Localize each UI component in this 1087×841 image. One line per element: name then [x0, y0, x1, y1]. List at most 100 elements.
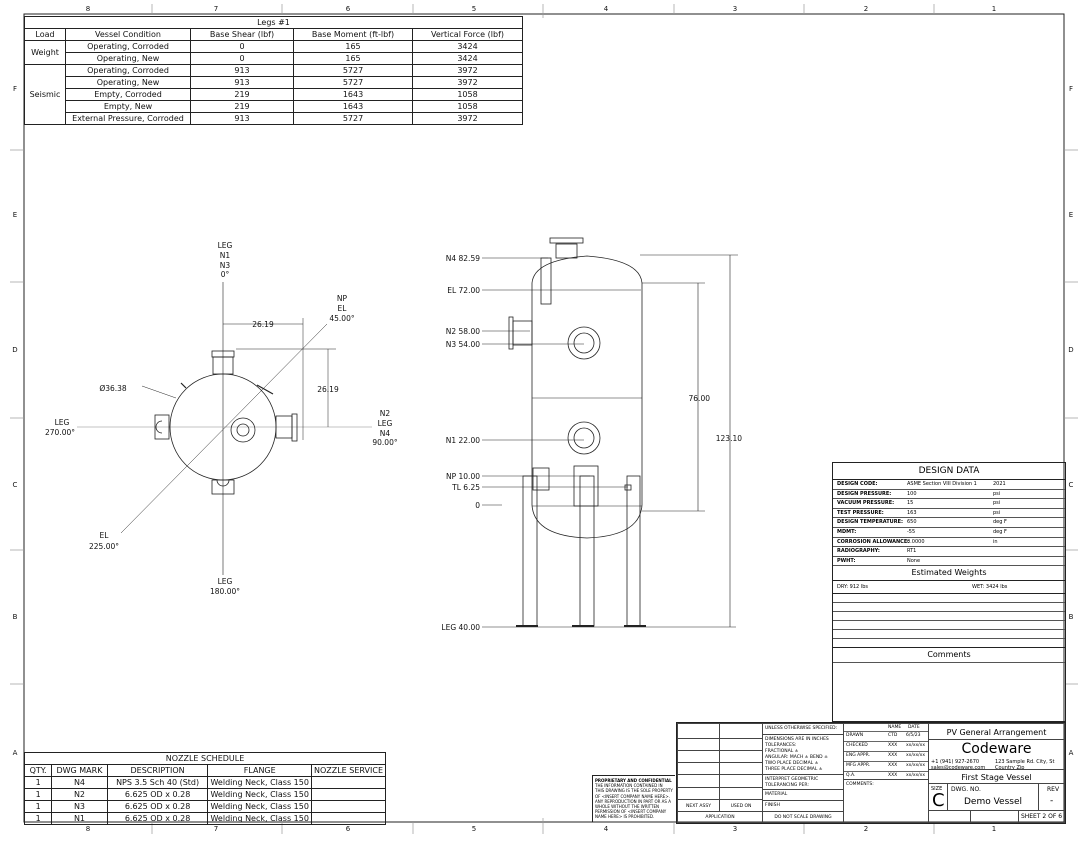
cell: Welding Neck, Class 150: [207, 812, 312, 825]
cell: Empty, New: [65, 100, 191, 113]
load-group: Weight: [24, 40, 66, 65]
col-vertical-force: Vertical Force (lbf): [412, 28, 523, 41]
drawing-subtitle: First Stage Vessel: [928, 769, 1065, 784]
cell: [310, 800, 387, 813]
name-header: NAME: [888, 725, 902, 730]
design-data-title: DESIGN DATA: [833, 463, 1065, 480]
address-line-2: Country Zip: [995, 765, 1025, 771]
zone-top-1: 1: [992, 5, 996, 13]
label-n4: N4: [380, 429, 391, 438]
signoff-date: xx/xx/xx: [906, 773, 926, 778]
cell: Operating, Corroded: [65, 64, 191, 77]
signoff-role: ENG APPR.: [846, 753, 871, 758]
dimension-diameter: Ø36.38: [99, 384, 127, 393]
field-value: 0.0000: [907, 538, 925, 545]
zone-ticks: [10, 4, 1078, 834]
label-leg-elev: LEG 40.00: [441, 623, 480, 632]
zone-right-D: D: [1068, 346, 1073, 354]
title-block: NEXT ASSY USED ON APPLICATION UNLESS OTH…: [676, 722, 1066, 824]
zone-bottom-2: 2: [864, 825, 868, 833]
application: APPLICATION: [677, 811, 763, 823]
cell: 165: [293, 40, 413, 53]
field-value: None: [907, 557, 921, 564]
cell: N2: [51, 788, 108, 801]
field-label: PWHT:: [837, 557, 856, 564]
do-not-scale: DO NOT SCALE DRAWING: [762, 811, 844, 823]
field-label: VACUUM PRESSURE:: [837, 500, 895, 507]
signoff-name: XXX: [888, 773, 898, 778]
cell: 1: [23, 788, 53, 801]
cell: External Pressure, Corroded: [65, 112, 191, 125]
zone-left-E: E: [13, 211, 17, 219]
label-270deg: 270.00°: [45, 428, 75, 437]
zone-left-D: D: [12, 346, 17, 354]
cell: [310, 788, 387, 801]
signoff-name: XXX: [888, 753, 898, 758]
cell: 6.625 OD x 0.28: [106, 800, 209, 813]
signoff-date: xx/xx/xx: [906, 743, 926, 748]
cell: 0: [190, 52, 294, 65]
cell: 1: [23, 776, 53, 789]
label-0deg: 0°: [221, 270, 230, 279]
col-dwg-mark: DWG MARK: [51, 764, 108, 777]
cell: 3972: [412, 76, 523, 89]
signoff-role: CHECKED: [846, 743, 868, 748]
three-place-tolerance: THREE PLACE DECIMAL ±: [765, 767, 823, 772]
label-zero-elev: 0: [475, 501, 480, 510]
zone-right-E: E: [1069, 211, 1073, 219]
signoff-date: 6/5/23: [906, 733, 921, 738]
nozzle-schedule-table: NOZZLE SCHEDULE QTY. DWG MARK DESCRIPTIO…: [23, 752, 387, 825]
zone-right-C: C: [1069, 481, 1074, 489]
tolerances-box: DIMENSIONS ARE IN INCHES TOLERANCES: FRA…: [762, 734, 844, 775]
field-label: RADIOGRAPHY:: [837, 548, 880, 555]
signoff-name: XXX: [888, 763, 898, 768]
drawing-title: PV General Arrangement: [928, 723, 1065, 740]
email: sales@codeware.com: [931, 765, 986, 771]
cell: N3: [51, 800, 108, 813]
label-el-225: EL: [100, 531, 110, 540]
elevation-view: [482, 237, 738, 628]
field-label: CORROSION ALLOWANCE:: [837, 538, 910, 545]
cell: 165: [293, 52, 413, 65]
cell: Operating, New: [65, 76, 191, 89]
zone-bottom-8: 8: [86, 825, 90, 833]
label-180deg: 180.00°: [210, 587, 240, 596]
cell: 219: [190, 88, 294, 101]
field-unit: psi: [993, 490, 1001, 497]
field-value: -55: [907, 528, 916, 535]
zone-right-F: F: [1069, 85, 1073, 93]
two-place-tolerance: TWO PLACE DECIMAL ±: [765, 761, 819, 766]
cell: 3424: [412, 52, 523, 65]
dry-weight: DRY: 912 lbs: [837, 584, 868, 591]
legs-table-title: Legs #1: [24, 16, 523, 29]
cell: 3424: [412, 40, 523, 53]
field-unit: psi: [993, 500, 1001, 507]
proprietary-text: THE INFORMATION CONTAINED IN THIS DRAWIN…: [595, 783, 673, 820]
dwg-no-label: DWG. NO.: [951, 786, 981, 793]
col-flange: FLANGE: [207, 764, 312, 777]
label-leg-270: LEG: [55, 418, 70, 427]
design-data-table: DESIGN DATA DESIGN CODE:ASME Section VII…: [832, 462, 1066, 722]
label-n3: N3: [220, 261, 231, 270]
field-label: TEST PRESSURE:: [837, 509, 884, 516]
zone-bottom-3: 3: [733, 825, 737, 833]
cell: 0: [190, 40, 294, 53]
signoff-date: xx/xx/xx: [906, 763, 926, 768]
signoff-name: CTD: [888, 733, 898, 738]
field-value: RT1: [907, 548, 917, 555]
zone-bottom-7: 7: [214, 825, 218, 833]
cell: 3972: [412, 112, 523, 125]
zone-right-A: A: [1069, 749, 1074, 757]
zone-bottom-6: 6: [346, 825, 351, 833]
label-n1: N1: [220, 251, 231, 260]
company-box: Codeware +1 (941) 927-2670 sales@codewar…: [928, 739, 1065, 771]
zone-top-3: 3: [733, 5, 737, 13]
field-label: MDMT:: [837, 528, 857, 535]
cell: N1: [51, 812, 108, 825]
